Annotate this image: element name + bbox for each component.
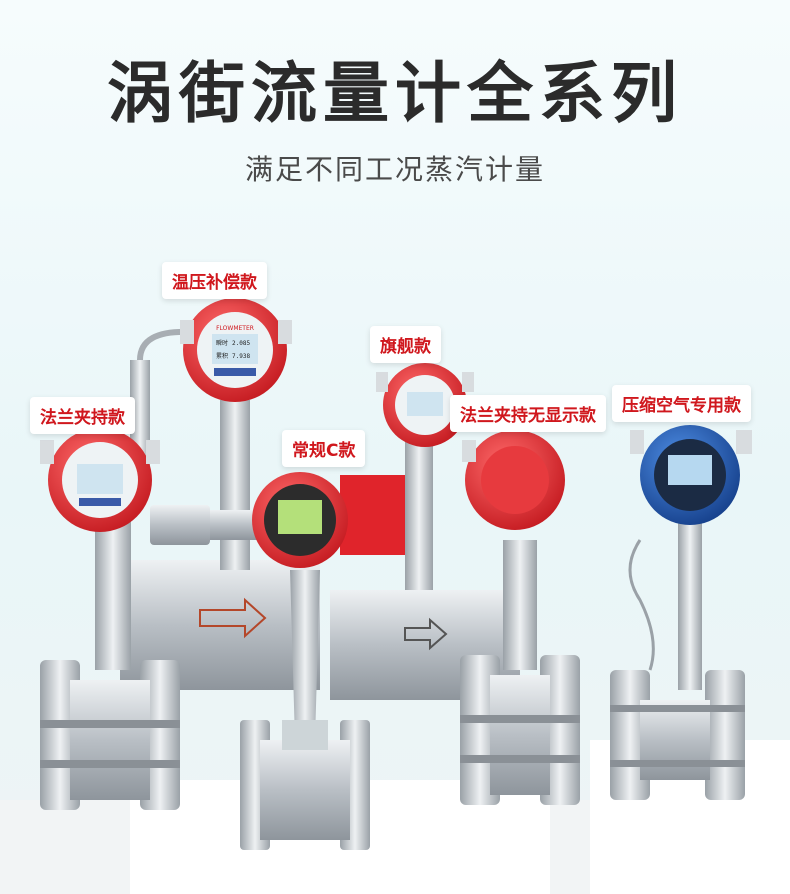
lcd-brand: FLOWMETER bbox=[216, 325, 254, 332]
main-pipe bbox=[120, 560, 520, 700]
page-title: 涡街流量计全系列 bbox=[107, 55, 683, 132]
lcd-instant-label: 瞬时 bbox=[216, 339, 228, 347]
lcd-instant-value: 2.085 bbox=[232, 340, 250, 347]
label-compressed-air: 压缩空气专用款 bbox=[612, 385, 751, 422]
lcd-total-value: 7.938 bbox=[232, 353, 250, 360]
right-flange-assembly bbox=[460, 540, 580, 805]
meter-head-flagship bbox=[376, 363, 474, 447]
center-wafer-body bbox=[240, 570, 370, 850]
left-flange-assembly bbox=[40, 520, 180, 810]
label-flange-clamp-no-display: 法兰夹持无显示款 bbox=[450, 395, 606, 432]
meter-head-flange-clamp bbox=[40, 428, 160, 532]
meter-head-compressed-air bbox=[630, 425, 752, 525]
meter-head-standard-c bbox=[252, 472, 405, 568]
label-flange-clamp: 法兰夹持款 bbox=[30, 397, 135, 434]
meter-lcd-readout: FLOWMETER 瞬时 2.085 累积 7.938 bbox=[216, 325, 254, 360]
page-subtitle: 满足不同工况蒸汽计量 bbox=[244, 153, 545, 186]
label-temp-pressure: 温压补偿款 bbox=[162, 262, 267, 299]
meter-head-no-display bbox=[462, 430, 565, 530]
meter-head-temp-pressure bbox=[180, 298, 292, 402]
label-standard-c: 常规C款 bbox=[282, 430, 366, 467]
label-flagship: 旗舰款 bbox=[370, 326, 441, 363]
lcd-total-label: 累积 bbox=[216, 352, 228, 360]
compressed-air-body bbox=[610, 520, 745, 800]
